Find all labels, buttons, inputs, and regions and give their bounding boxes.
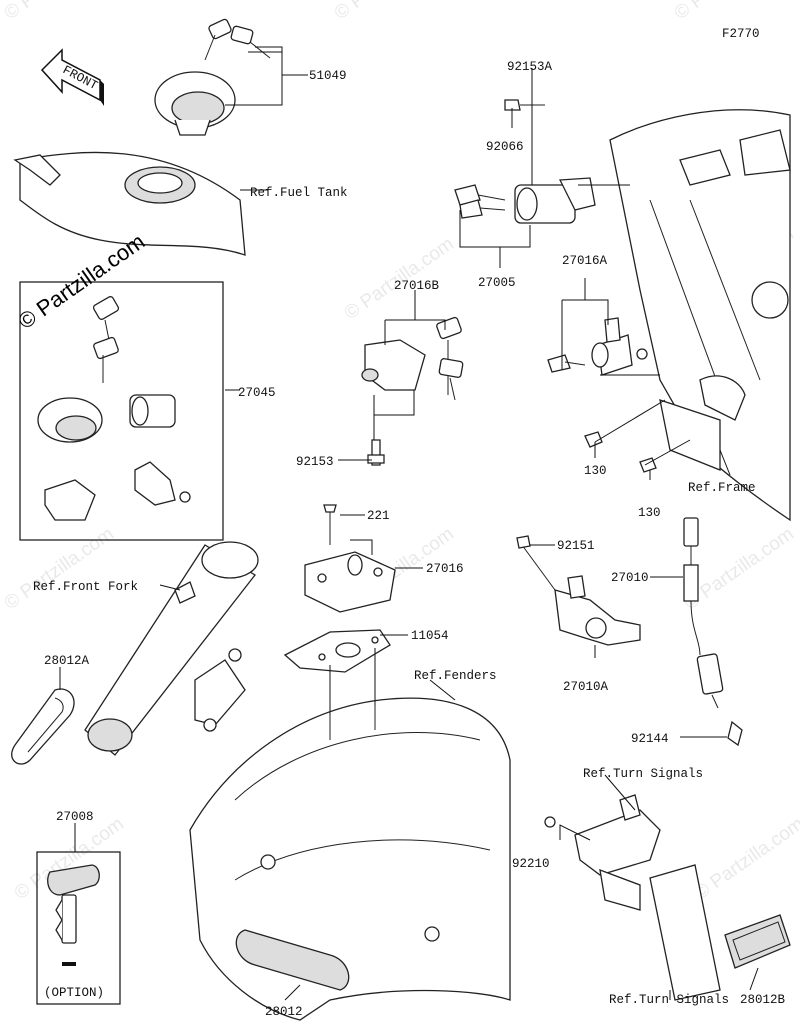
reference-labels: Ref.Fuel Tank Ref.Frame Ref.Front Fork R… — [33, 186, 756, 1007]
label-27045: 27045 — [238, 386, 276, 400]
label-27010A: 27010A — [563, 680, 609, 694]
front-arrow: FRONT — [40, 48, 104, 106]
diagram-id: F2770 — [722, 27, 760, 41]
rear-fender — [189, 697, 511, 1021]
switch-27010A — [516, 535, 641, 646]
ref-turn-signals-top: Ref.Turn Signals — [583, 767, 703, 781]
label-27016: 27016 — [426, 562, 464, 576]
label-221: 221 — [367, 509, 390, 523]
reflector-28012B — [724, 914, 791, 969]
switch-27010 — [683, 517, 743, 747]
label-130-b: 130 — [638, 506, 661, 520]
ref-front-fork: Ref.Front Fork — [33, 580, 138, 594]
ref-fuel-tank: Ref.Fuel Tank — [250, 186, 348, 200]
label-11054: 11054 — [411, 629, 449, 643]
label-92153: 92153 — [296, 455, 334, 469]
label-27010: 27010 — [611, 571, 649, 585]
base-plate-11054 — [283, 629, 391, 673]
fuel-tank — [13, 151, 246, 256]
label-27016A: 27016A — [562, 254, 608, 268]
lock-bracket-27016 — [304, 504, 396, 613]
ignition-switch-27005 — [454, 99, 596, 224]
reflector-28012A — [11, 688, 75, 765]
label-27008: 27008 — [56, 810, 94, 824]
ref-fenders: Ref.Fenders — [414, 669, 497, 683]
label-28012B: 28012B — [740, 993, 786, 1007]
ref-turn-signals-bottom: Ref.Turn Signals — [609, 993, 729, 1007]
lock-27016A — [547, 317, 648, 376]
label-28012: 28012 — [265, 1005, 303, 1019]
leader-lines — [59, 46, 759, 1001]
svg-text:© Partzilla.com: © Partzilla.com — [671, 0, 788, 24]
svg-text:© Partzilla.com: © Partzilla.com — [691, 813, 800, 904]
turn-signal-bracket — [544, 794, 721, 1001]
frame — [609, 109, 791, 522]
svg-text:© Partzilla.com: © Partzilla.com — [331, 0, 448, 24]
label-27005: 27005 — [478, 276, 516, 290]
label-27016B: 27016B — [394, 279, 440, 293]
label-92151: 92151 — [557, 539, 595, 553]
lock-27016B — [361, 316, 464, 466]
ref-frame: Ref.Frame — [688, 481, 756, 495]
front-fork — [84, 541, 259, 756]
kit-box-27045 — [19, 281, 224, 541]
watermark-text: © Partzilla.com — [14, 229, 150, 335]
label-130-a: 130 — [584, 464, 607, 478]
option-label: (OPTION) — [44, 986, 104, 1000]
svg-text:© Partzilla.com: © Partzilla.com — [1, 0, 118, 24]
reflector-28012 — [235, 929, 350, 991]
label-51049: 51049 — [309, 69, 347, 83]
part-labels: 51049 92153A 92066 27005 27045 27016B 27… — [44, 60, 786, 1019]
key-set-51049 — [204, 18, 271, 61]
label-92144: 92144 — [631, 732, 669, 746]
label-28012A: 28012A — [44, 654, 90, 668]
svg-text:© Partzilla.com: © Partzilla.com — [1, 523, 118, 614]
fuel-cap-51049 — [154, 71, 236, 136]
key-box-27008 — [36, 851, 121, 1005]
label-92066: 92066 — [486, 140, 524, 154]
label-92153A: 92153A — [507, 60, 553, 74]
label-92210: 92210 — [512, 857, 550, 871]
